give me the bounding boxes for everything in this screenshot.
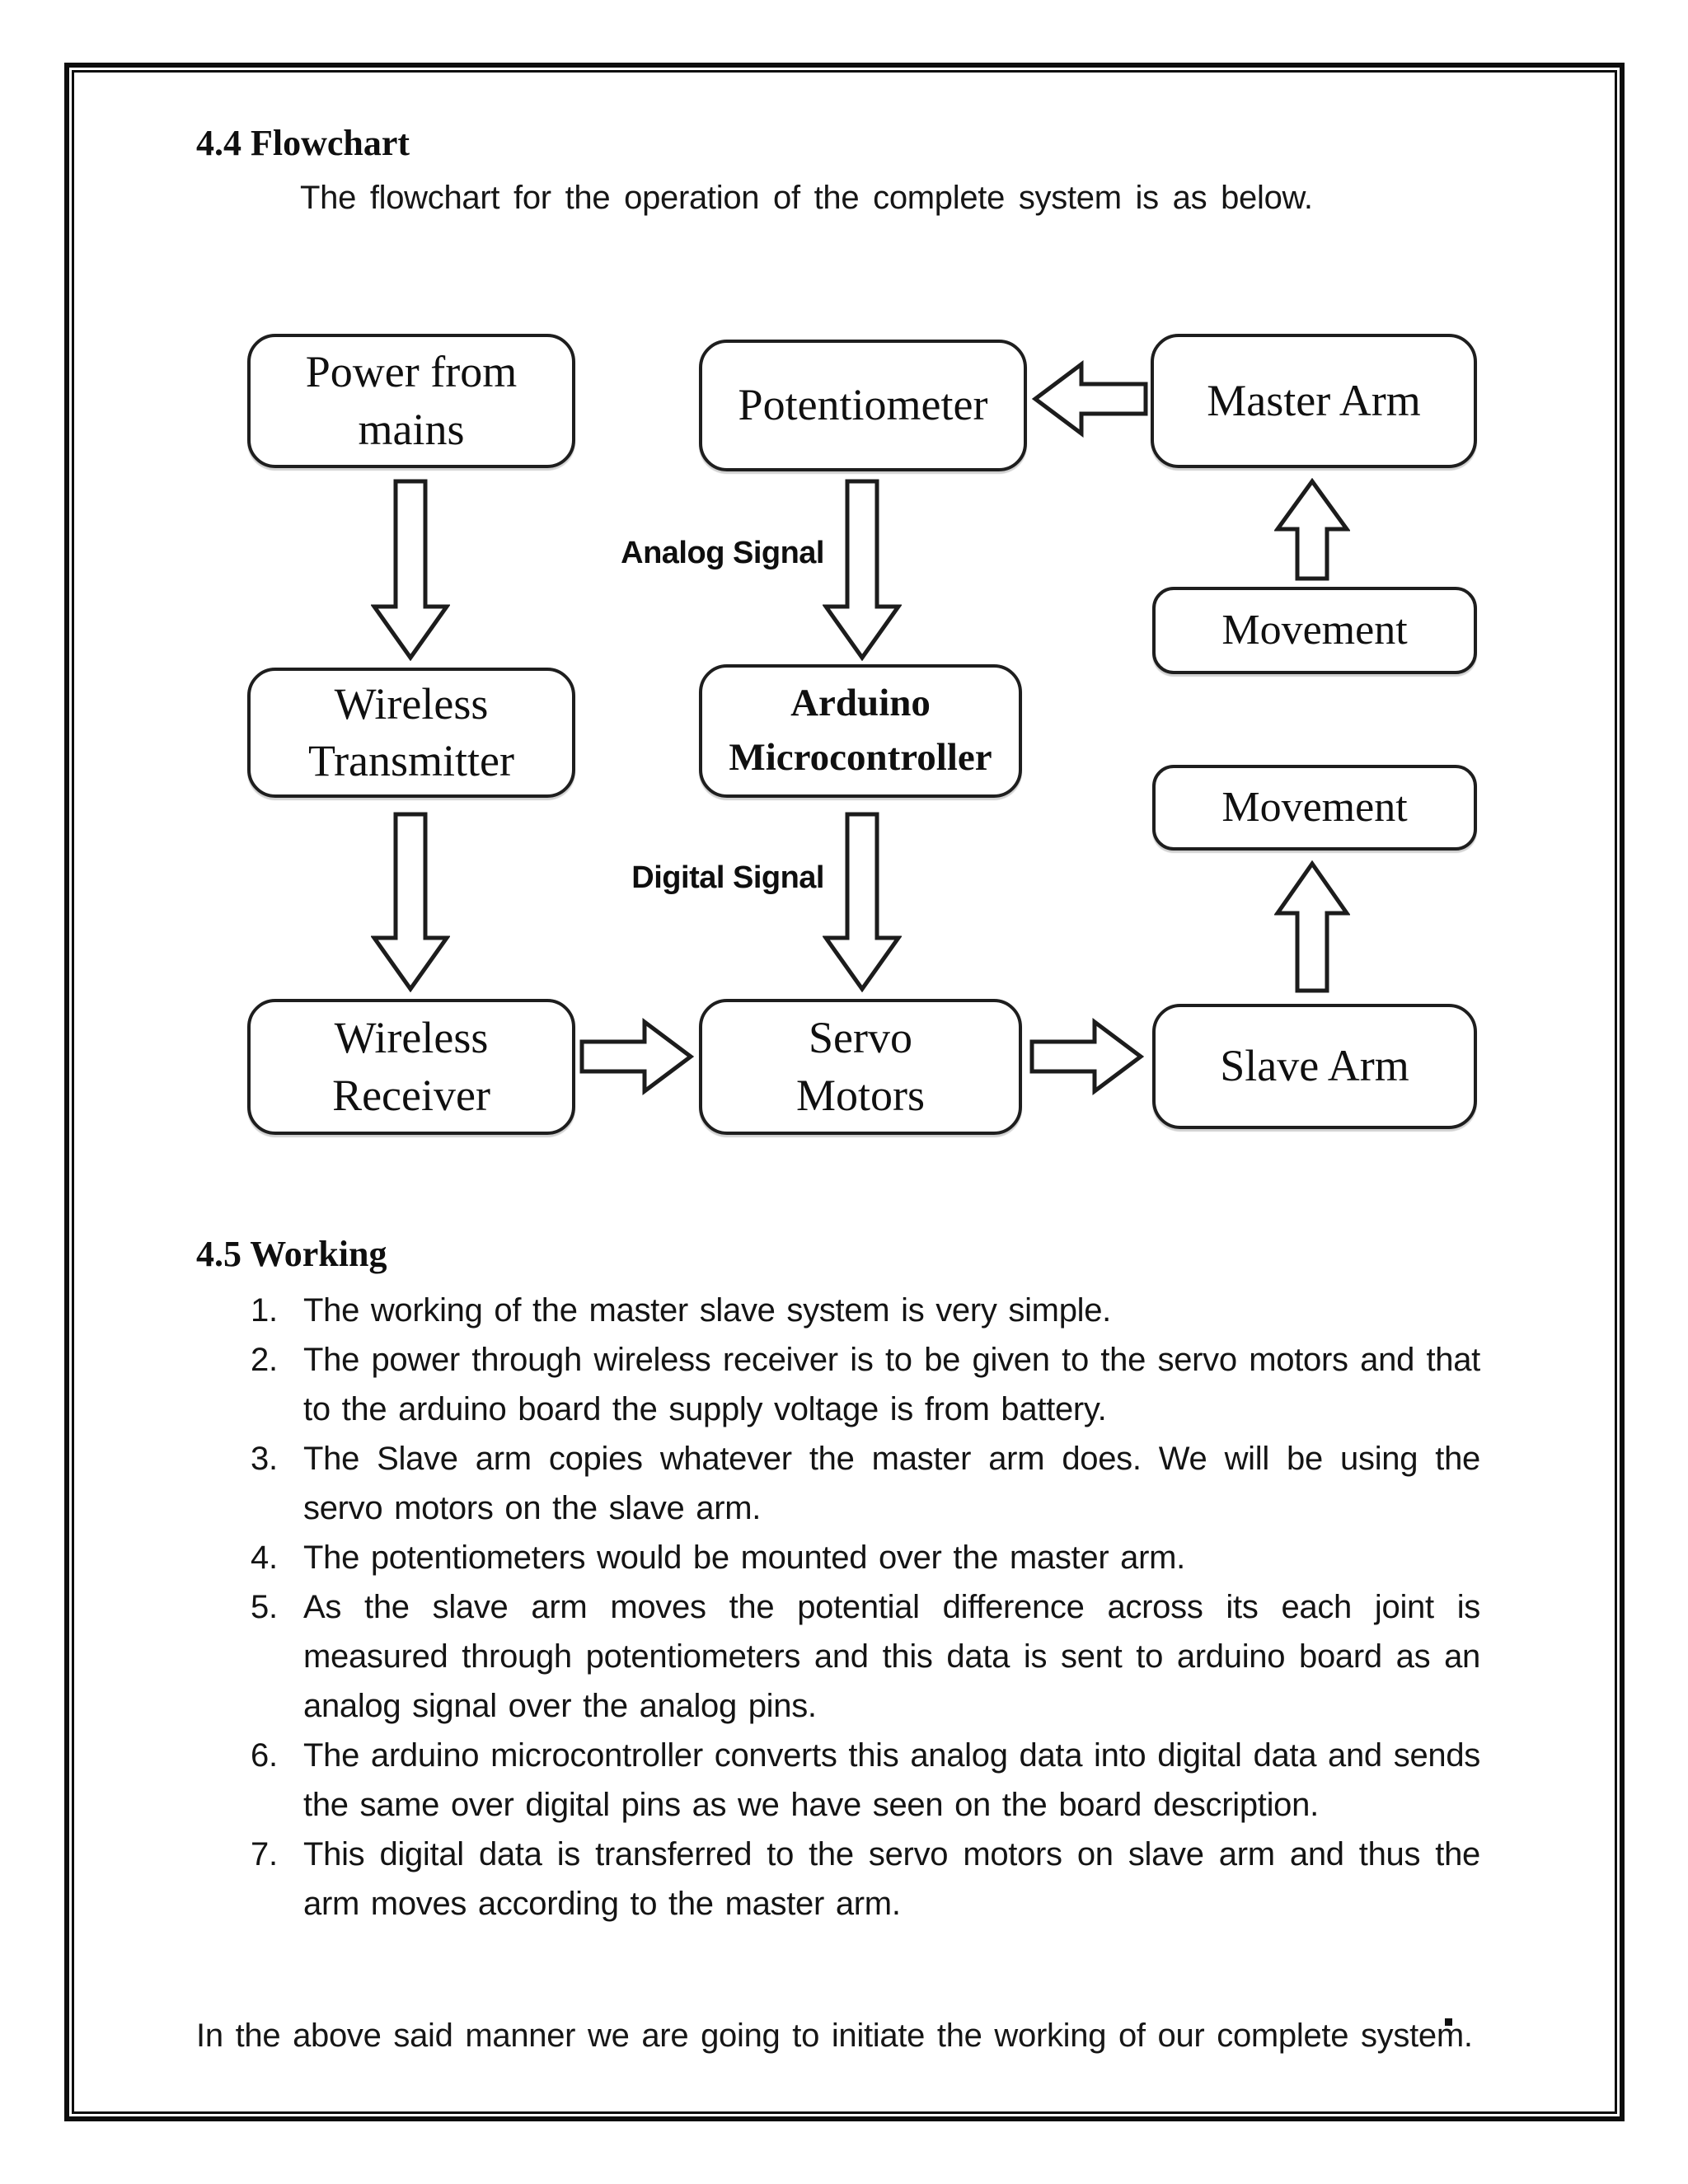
list-item-number: 1.	[251, 1292, 278, 1329]
node-arduino-microcontroller: Arduino Microcontroller	[699, 664, 1022, 798]
node-label-line: Potentiometer	[738, 380, 988, 430]
down-arrow-potentiometer-to-arduino-icon	[823, 478, 902, 661]
list-item: 1. The working of the master slave syste…	[251, 1286, 1480, 1335]
section-heading-working: 4.5 Working	[196, 1234, 387, 1274]
node-servo-motors: Servo Motors	[699, 999, 1022, 1135]
node-label-line: Master Arm	[1207, 375, 1421, 425]
down-arrow-arduino-to-servo-icon	[823, 811, 902, 992]
left-arrow-master-arm-to-potentiometer-icon	[1030, 351, 1149, 448]
node-label-line: Microcontroller	[729, 736, 992, 779]
node-label-line: Transmitter	[307, 736, 514, 785]
right-arrow-servo-to-slave-arm-icon	[1029, 1009, 1146, 1106]
list-item-text: The potentiometers would be mounted over…	[303, 1540, 1185, 1576]
list-item-number: 2.	[251, 1342, 278, 1378]
node-label-line: Motors	[795, 1070, 925, 1120]
node-label-line: Wireless	[334, 1013, 489, 1063]
list-item-text: As the slave arm moves the potential dif…	[303, 1589, 1480, 1724]
list-item-text: The working of the master slave system i…	[303, 1292, 1111, 1329]
list-item-text: The arduino microcontroller converts thi…	[303, 1737, 1480, 1823]
down-arrow-power-to-transmitter-icon	[371, 478, 450, 661]
down-arrow-transmitter-to-receiver-icon	[371, 811, 450, 992]
list-item-text: The power through wireless receiver is t…	[303, 1342, 1480, 1427]
node-wireless-receiver: Wireless Receiver	[247, 999, 575, 1135]
list-item: 3. The Slave arm copies whatever the mas…	[251, 1434, 1480, 1533]
list-item-number: 7.	[251, 1836, 278, 1872]
list-item-number: 3.	[251, 1441, 278, 1477]
node-label-line: Wireless	[334, 678, 489, 729]
closing-paragraph: In the above said manner we are going to…	[196, 2018, 1473, 2054]
section-heading-flowchart: 4.4 Flowchart	[196, 123, 410, 163]
node-label-line: Movement	[1221, 783, 1408, 831]
page-border-inner	[72, 70, 1617, 2114]
list-item-text: The Slave arm copies whatever the master…	[303, 1441, 1480, 1526]
node-label-line: Servo	[809, 1013, 912, 1063]
node-label-line: Power from	[305, 347, 518, 397]
list-item: 7. This digital data is transferred to t…	[251, 1830, 1480, 1929]
list-item: 2. The power through wireless receiver i…	[251, 1335, 1480, 1434]
up-arrow-movement-to-master-arm-icon	[1274, 478, 1350, 582]
node-label-line: Movement	[1221, 606, 1408, 654]
list-item-number: 5.	[251, 1589, 278, 1625]
node-label-line: mains	[358, 404, 465, 454]
working-list: 1. The working of the master slave syste…	[251, 1286, 1480, 1929]
page-border	[64, 63, 1625, 2121]
list-item-text: This digital data is transferred to the …	[303, 1836, 1480, 1922]
node-master-arm: Master Arm	[1151, 334, 1477, 468]
node-power-from-mains: Power from mains	[247, 334, 575, 468]
node-slave-arm: Slave Arm	[1152, 1004, 1477, 1129]
node-potentiometer: Potentiometer	[699, 340, 1027, 471]
node-label-line: Slave Arm	[1220, 1041, 1409, 1091]
list-item: 6. The arduino microcontroller converts …	[251, 1731, 1480, 1830]
list-item-number: 6.	[251, 1737, 278, 1774]
edge-label-analog-signal: Analog Signal	[621, 536, 824, 570]
scan-speck	[1445, 2018, 1452, 2026]
edge-label-digital-signal: Digital Signal	[631, 860, 824, 895]
node-movement-lower: Movement	[1152, 765, 1477, 851]
flowchart-intro-text: The flowchart for the operation of the c…	[300, 180, 1313, 216]
node-wireless-transmitter: Wireless Transmitter	[247, 668, 575, 798]
up-arrow-slave-arm-to-movement-icon	[1274, 860, 1350, 994]
list-item: 5. As the slave arm moves the potential …	[251, 1582, 1480, 1731]
list-item-number: 4.	[251, 1540, 278, 1576]
node-label-line: Arduino	[790, 682, 931, 725]
right-arrow-receiver-to-servo-icon	[579, 1009, 696, 1106]
list-item: 4. The potentiometers would be mounted o…	[251, 1533, 1480, 1582]
node-movement-upper: Movement	[1152, 587, 1477, 674]
node-label-line: Receiver	[332, 1070, 490, 1120]
